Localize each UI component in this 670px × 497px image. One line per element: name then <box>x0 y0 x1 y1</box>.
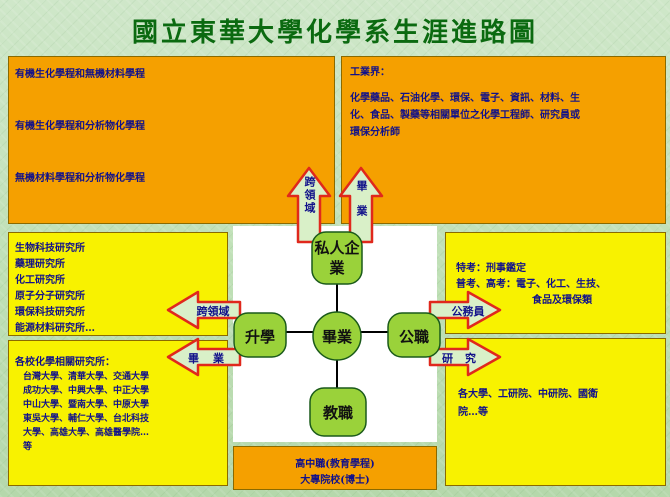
exam-line: 特考：刑事鑑定 <box>456 263 526 274</box>
university-line: 東吳大學、輔仁大學、台北科技 <box>23 414 150 424</box>
arrow-label-graduate-up: 畢業 <box>355 180 368 230</box>
institute-line: 能源材料研究所… <box>15 323 95 334</box>
panel-top-right-industry: 工業界： 化學藥品、石油化學、環保、電子、資訊、材料、生 化、食品、製藥等相關單… <box>341 56 666 224</box>
exam-line: 普考、高考：電子、化工、生技、 <box>456 279 606 290</box>
university-line: 大學、高雄大學、高雄醫學院… <box>23 428 150 438</box>
node-civil-service-shape <box>387 312 441 358</box>
arrow-label-cross-domain-up: 跨領域 <box>303 176 316 215</box>
institute-line: 化工研究所 <box>15 275 65 286</box>
program-line: 無機材料學程和分析物化學程 <box>15 173 145 184</box>
node-private-enterprise-shape <box>311 231 363 285</box>
industry-line: 化、食品、製藥等相關單位之化學工程師、研究員或 <box>350 110 580 121</box>
arrow-label-civil-servant: 公務員 <box>451 305 485 318</box>
exam-line: 食品及環保類 <box>532 295 592 306</box>
arrow-left-cross-domain <box>166 290 242 330</box>
teaching-line: 大專院校(博士) <box>300 475 370 486</box>
node-teaching-shape <box>309 387 367 437</box>
arrow-up-graduate <box>338 166 384 244</box>
research-line: 各大學、工研院、中研院、國衛 <box>458 389 598 400</box>
arrow-label-graduate-left: 畢業 <box>188 352 238 365</box>
node-private-enterprise-label: 私人企業 <box>314 239 360 277</box>
node-civil-service-label: 公職 <box>398 328 429 346</box>
node-graduation-shape <box>312 311 362 361</box>
panel-bottom-center-teaching: 高中職(教育學程) 大專院校(博士) <box>233 446 437 490</box>
institute-line: 藥理研究所 <box>15 259 65 270</box>
university-line: 台灣大學、清華大學、交通大學 <box>23 372 150 382</box>
arrow-label-cross-domain-left: 跨領域 <box>196 305 230 318</box>
university-line: 等 <box>23 442 33 452</box>
industry-line: 環保分析師 <box>350 127 400 138</box>
node-graduation-label: 畢業 <box>321 328 352 346</box>
institute-line: 原子分子研究所 <box>15 291 85 302</box>
universities-heading: 各校化學相關研究所： <box>15 357 115 368</box>
node-teaching-label: 教職 <box>322 404 353 422</box>
arrow-label-research: 研究 <box>442 352 488 365</box>
university-line: 成功大學、中興大學、中正大學 <box>23 386 150 396</box>
research-line: 院…等 <box>458 407 488 418</box>
arrow-right-research <box>428 337 502 377</box>
program-line: 有機生化學程和無機材料學程 <box>15 69 145 80</box>
industry-heading: 工業界： <box>350 67 390 78</box>
institute-line: 環保科技研究所 <box>15 307 85 318</box>
program-line: 有機生化學程和分析物化學程 <box>15 121 145 132</box>
node-further-study-label: 升學 <box>244 328 275 346</box>
university-line: 中山大學、暨南大學、中原大學 <box>23 400 150 410</box>
teaching-line: 高中職(教育學程) <box>295 459 375 470</box>
node-further-study-shape <box>233 312 287 358</box>
panel-middle-left-institutes: 生物科技研究所 藥理研究所 化工研究所 原子分子研究所 環保科技研究所 能源材料… <box>8 232 228 336</box>
page-title: 國立東華大學化學系生涯進路圖 <box>131 18 538 48</box>
industry-line: 化學藥品、石油化學、環保、電子、資訊、材料、生 <box>350 93 580 104</box>
arrow-left-graduate <box>166 337 242 377</box>
institute-line: 生物科技研究所 <box>15 243 85 254</box>
panel-top-left-programs: 有機生化學程和無機材料學程 有機生化學程和分析物化學程 無機材料學程和分析物化學… <box>8 56 335 224</box>
